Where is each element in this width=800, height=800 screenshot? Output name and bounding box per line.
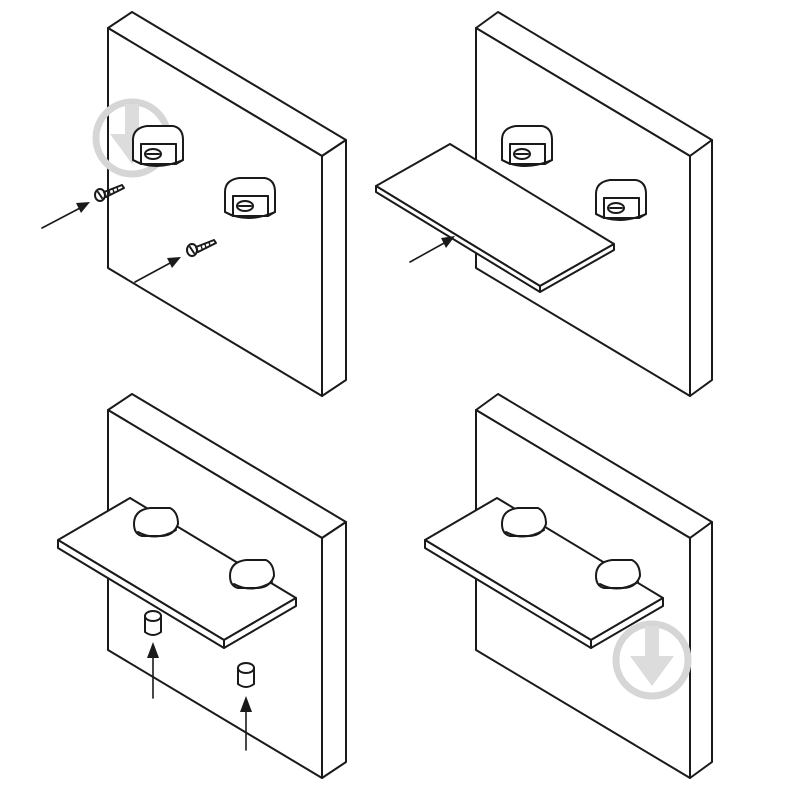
step-4-finished-shelf (424, 393, 713, 779)
shelf-clamp-icon (229, 559, 275, 590)
clamp-cap-icon (144, 610, 162, 636)
glass-shelf (57, 497, 297, 649)
shelf-clamp-icon (501, 507, 547, 538)
shelf-clamp-icon (132, 125, 184, 167)
step-3-insert-caps (57, 393, 347, 779)
arrow-icon (409, 236, 455, 263)
step-2-insert-shelf (375, 11, 713, 397)
arrow-icon (147, 642, 159, 699)
glass-shelf (375, 143, 615, 293)
arrow-icon (134, 257, 181, 283)
clamp-cap-icon (237, 662, 255, 688)
arrow-icon (240, 696, 252, 751)
arrow-icon (41, 202, 90, 229)
step-1-screw-clamps (41, 11, 347, 397)
shelf-clamp-icon (595, 559, 641, 590)
shelf-clamp-icon (224, 177, 276, 219)
shelf-clamp-icon (501, 125, 553, 167)
shelf-clamp-icon (133, 507, 179, 538)
glass-shelf (424, 497, 664, 649)
shelf-clamp-icon (595, 179, 647, 221)
wall-panel (475, 11, 713, 397)
